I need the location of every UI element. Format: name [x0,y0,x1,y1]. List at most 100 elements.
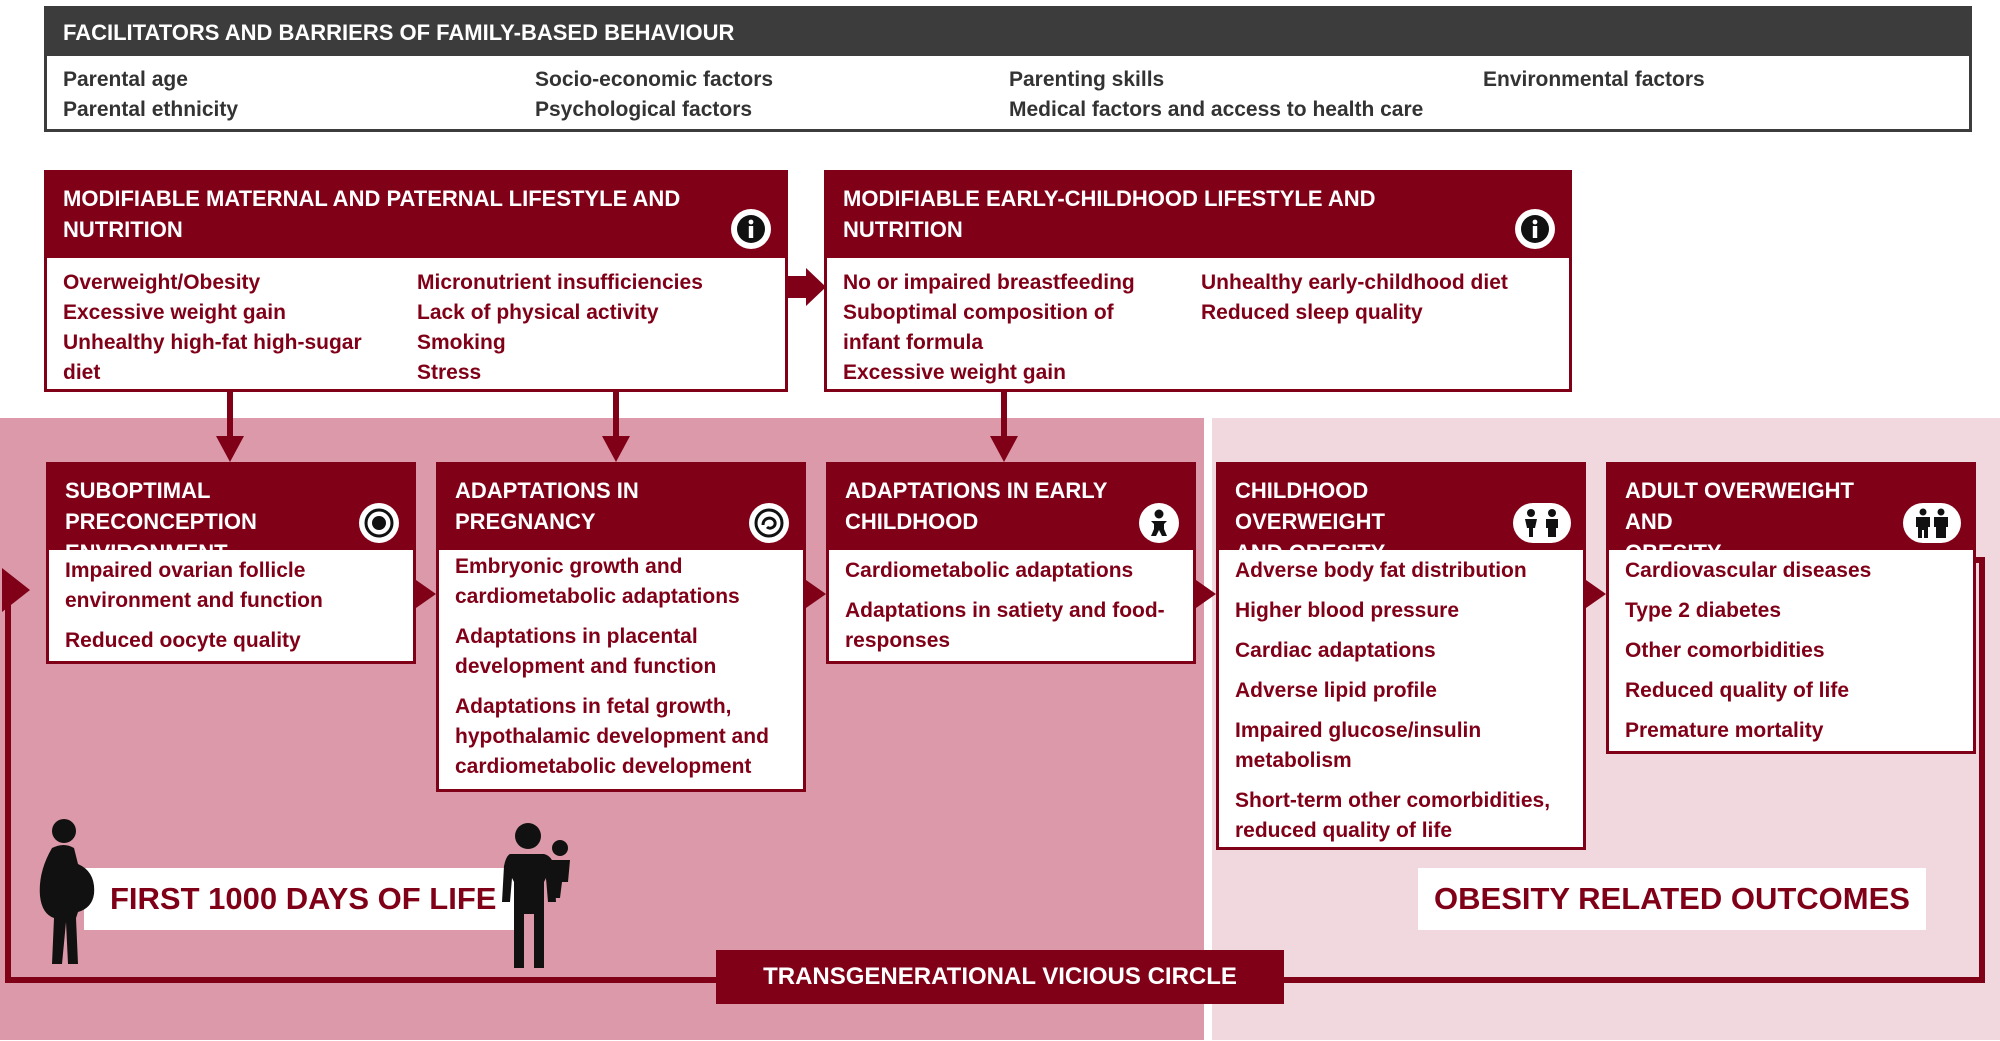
stage-item: development and function [455,655,717,678]
modifiable-parental-item: Excessive weight gain [63,301,286,324]
children-icon [1513,503,1571,543]
modifiable-parental-item: diet [63,361,101,384]
oocyte-icon [359,503,399,543]
stage-body: Cardiometabolic adaptations Adaptations … [829,550,1193,661]
arrow-head-2 [602,436,630,462]
modifiable-childhood-item: No or impaired breastfeeding [843,271,1135,294]
modifiable-childhood-item: Excessive weight gain [843,361,1066,384]
facilitator-item: Parenting skills [1009,68,1165,91]
facilitator-item: Parental ethnicity [63,98,239,121]
stage-item: Impaired glucose/insulin [1235,719,1482,742]
stage-adult-obesity-box: ADULT OVERWEIGHT AND OBESITY Cardiovascu… [1606,462,1976,754]
stage-body: Impaired ovarian follicle environment an… [49,550,413,661]
modifiable-parental-item: Overweight/Obesity [63,271,261,294]
vicious-circle-label: TRANSGENERATIONAL VICIOUS CIRCLE [716,950,1284,1004]
obesity-outcomes-label: OBESITY RELATED OUTCOMES [1418,868,1926,930]
stage-header: CHILDHOOD OVERWEIGHT AND OBESITY [1219,465,1583,565]
modifiable-parental-item: Lack of physical activity [417,301,659,324]
modifiable-parental-item: Micronutrient insufficiencies [417,271,703,294]
stage-item: Embryonic growth and [455,555,683,578]
stage-body: Embryonic growth and cardiometabolic ada… [439,550,803,789]
stage-title-1: ADULT OVERWEIGHT AND [1625,478,1854,534]
modifiable-childhood-box: MODIFIABLE EARLY-CHILDHOOD LIFESTYLE AND… [824,170,1572,392]
modifiable-childhood-item: Unhealthy early-childhood diet [1201,271,1508,294]
stage-item: Short-term other comorbidities, [1235,789,1551,812]
modifiable-childhood-body: No or impaired breastfeeding Suboptimal … [827,258,1569,389]
stage-item: cardiometabolic adaptations [455,585,740,608]
stage-item: Cardiovascular diseases [1625,559,1872,582]
arrow-head-1 [216,436,244,462]
info-icon [1515,209,1555,249]
stage-item: metabolism [1235,749,1352,772]
stage-item: Higher blood pressure [1235,599,1460,622]
arrow-head-6 [806,580,826,608]
arrow-head-8 [1586,580,1606,608]
stage-item: responses [845,629,951,652]
facilitator-item: Socio-economic factors [535,68,774,91]
stage-title-1: SUBOPTIMAL PRECONCEPTION [65,478,257,534]
arrow-head-7 [1196,580,1216,608]
stage-item: reduced quality of life [1235,819,1453,842]
pregnant-woman-icon [39,819,95,964]
stage-title-2: PREGNANCY [455,509,596,534]
info-icon [731,209,771,249]
modifiable-parental-title-2: NUTRITION [63,217,183,242]
stage-title-1: ADAPTATIONS IN EARLY [845,478,1108,503]
modifiable-parental-body: Overweight/Obesity Excessive weight gain… [47,258,785,389]
stage-header: ADULT OVERWEIGHT AND OBESITY [1609,465,1973,565]
facilitator-item: Environmental factors [1483,68,1705,91]
modifiable-childhood-item: Suboptimal composition of [843,301,1114,324]
stage-body: Adverse body fat distribution Higher blo… [1219,550,1583,847]
stage-item: Adaptations in fetal growth, [455,695,732,718]
facilitators-title: FACILITATORS AND BARRIERS OF FAMILY-BASE… [47,9,1969,56]
facilitator-item: Parental age [63,68,188,91]
stage-item: Adaptations in satiety and food- [845,599,1165,622]
arrow-head-4 [788,268,826,306]
stage-item: Type 2 diabetes [1625,599,1782,622]
vicious-circle-line [5,557,1985,983]
modifiable-childhood-item: infant formula [843,331,983,354]
stage-title-2: CHILDHOOD [845,509,979,534]
modifiable-childhood-item: Reduced sleep quality [1201,301,1423,324]
arrow-head-3 [990,436,1018,462]
stage-early-childhood-box: ADAPTATIONS IN EARLY CHILDHOOD Cardiomet… [826,462,1196,664]
stage-title-1: ADAPTATIONS IN [455,478,639,503]
child-icon [1139,503,1179,543]
stage-item: Cardiometabolic adaptations [845,559,1134,582]
modifiable-parental-title-1: MODIFIABLE MATERNAL AND PATERNAL LIFESTY… [63,186,681,211]
stage-item: Reduced quality of life [1625,679,1850,702]
stage-item: Other comorbidities [1625,639,1825,662]
stage-item: environment and function [65,589,323,612]
modifiable-parental-header: MODIFIABLE MATERNAL AND PATERNAL LIFESTY… [47,173,785,258]
modifiable-parental-item: Smoking [417,331,506,354]
arrow-head-5 [416,580,436,608]
stage-item: Cardiac adaptations [1235,639,1436,662]
modifiable-childhood-header: MODIFIABLE EARLY-CHILDHOOD LIFESTYLE AND… [827,173,1569,258]
modifiable-parental-item: Unhealthy high-fat high-sugar [63,331,362,354]
adults-icon [1903,503,1961,543]
stage-item: Reduced oocyte quality [65,629,301,652]
stage-preconception-box: SUBOPTIMAL PRECONCEPTION ENVIRONMENT Imp… [46,462,416,664]
stage-childhood-obesity-box: CHILDHOOD OVERWEIGHT AND OBESITY Adverse… [1216,462,1586,850]
modifiable-parental-item: Stress [417,361,482,384]
stage-item: cardiometabolic development [455,755,752,778]
stage-header: SUBOPTIMAL PRECONCEPTION ENVIRONMENT [49,465,413,565]
stage-item: Adaptations in placental [455,625,698,648]
arrow-head-loop [2,568,30,612]
stage-title-1: CHILDHOOD OVERWEIGHT [1235,478,1385,534]
facilitators-box: FACILITATORS AND BARRIERS OF FAMILY-BASE… [44,6,1972,132]
stage-pregnancy-box: ADAPTATIONS IN PREGNANCY Embryonic growt… [436,462,806,792]
stage-item: Premature mortality [1625,719,1824,742]
stage-item: Adverse lipid profile [1235,679,1437,702]
first-1000-days-label: FIRST 1000 DAYS OF LIFE [84,868,514,930]
modifiable-childhood-title: MODIFIABLE EARLY-CHILDHOOD LIFESTYLE AND… [843,186,1376,242]
stage-item: Impaired ovarian follicle [65,559,306,582]
facilitator-item: Psychological factors [535,98,753,121]
stage-header: ADAPTATIONS IN EARLY CHILDHOOD [829,465,1193,550]
parent-with-child-icon [502,823,570,968]
stage-item: hypothalamic development and [455,725,769,748]
fetus-icon [749,503,789,543]
stage-header: ADAPTATIONS IN PREGNANCY [439,465,803,550]
facilitator-item: Medical factors and access to health car… [1009,98,1424,121]
